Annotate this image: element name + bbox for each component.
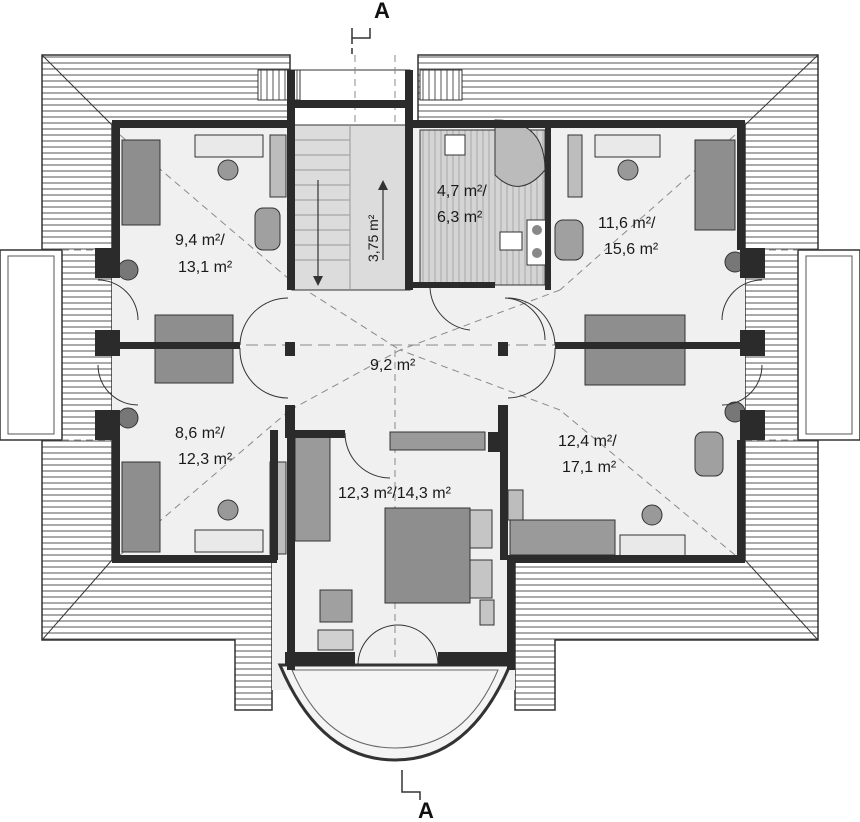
room-area-bedroom-bottom-left-gross: 12,3 m² — [178, 451, 233, 468]
room-area-bedroom-bottom-right-gross: 17,1 m² — [562, 459, 617, 476]
bathroom — [419, 119, 548, 286]
room-area-bathroom-net: 4,7 m²/ — [437, 183, 487, 200]
staircase — [291, 124, 411, 291]
section-mark-top: A — [374, 0, 390, 23]
section-mark-bottom: A — [418, 798, 434, 822]
walls — [95, 70, 765, 670]
room-labels: 9,4 m²/ 13,1 m² 4,7 m²/ 6,3 m² 11,6 m²/ … — [175, 183, 659, 502]
section-line — [351, 28, 421, 800]
room-area-bedroom-top-right-gross: 15,6 m² — [604, 241, 659, 258]
stair-area-label: 3,75 m² — [365, 214, 381, 262]
room-area-master-bedroom: 12,3 m²/14,3 m² — [338, 485, 452, 502]
doors — [97, 279, 763, 666]
room-area-bedroom-top-left-gross: 13,1 m² — [178, 259, 233, 276]
room-area-bedroom-bottom-left-net: 8,6 m²/ — [175, 425, 225, 442]
room-area-bathroom-gross: 6,3 m² — [437, 209, 483, 226]
room-area-bedroom-bottom-right-net: 12,4 m²/ — [558, 433, 617, 450]
room-area-bedroom-top-right-net: 11,6 m²/ — [598, 215, 656, 232]
room-area-bedroom-top-left-net: 9,4 m²/ — [175, 232, 225, 249]
room-area-hall: 9,2 m² — [370, 357, 416, 374]
